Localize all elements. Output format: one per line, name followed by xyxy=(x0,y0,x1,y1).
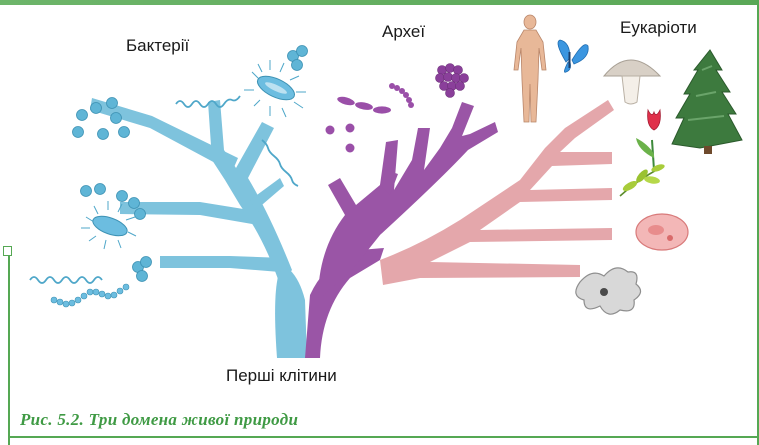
human-icon xyxy=(514,15,546,122)
archaea-label: Археї xyxy=(382,22,425,42)
figure-caption: Рис. 5.2. Три домена живої природи xyxy=(20,410,298,430)
amoeba-icon xyxy=(576,268,641,314)
plant-sprig-icon xyxy=(620,163,666,196)
archaea-rods-icon xyxy=(389,83,414,108)
bacteria-label: Бактерії xyxy=(126,36,189,56)
butterfly-icon xyxy=(558,40,588,72)
eukaryotes-label: Еукаріоти xyxy=(620,18,697,38)
paramecium-icon xyxy=(636,214,688,250)
first-cells-label: Перші клітини xyxy=(226,366,337,386)
cocci-cluster-icon xyxy=(81,184,146,220)
tulip-icon xyxy=(636,110,660,170)
archaea-cocci-icon xyxy=(326,124,355,153)
streptococcus-chain-icon xyxy=(51,284,129,307)
caption-rule xyxy=(8,436,759,438)
spruce-tree-icon xyxy=(672,50,742,154)
archaea-rods-icon xyxy=(336,95,391,113)
mushroom-icon xyxy=(604,60,660,104)
archaea-cluster-icon xyxy=(436,64,469,98)
